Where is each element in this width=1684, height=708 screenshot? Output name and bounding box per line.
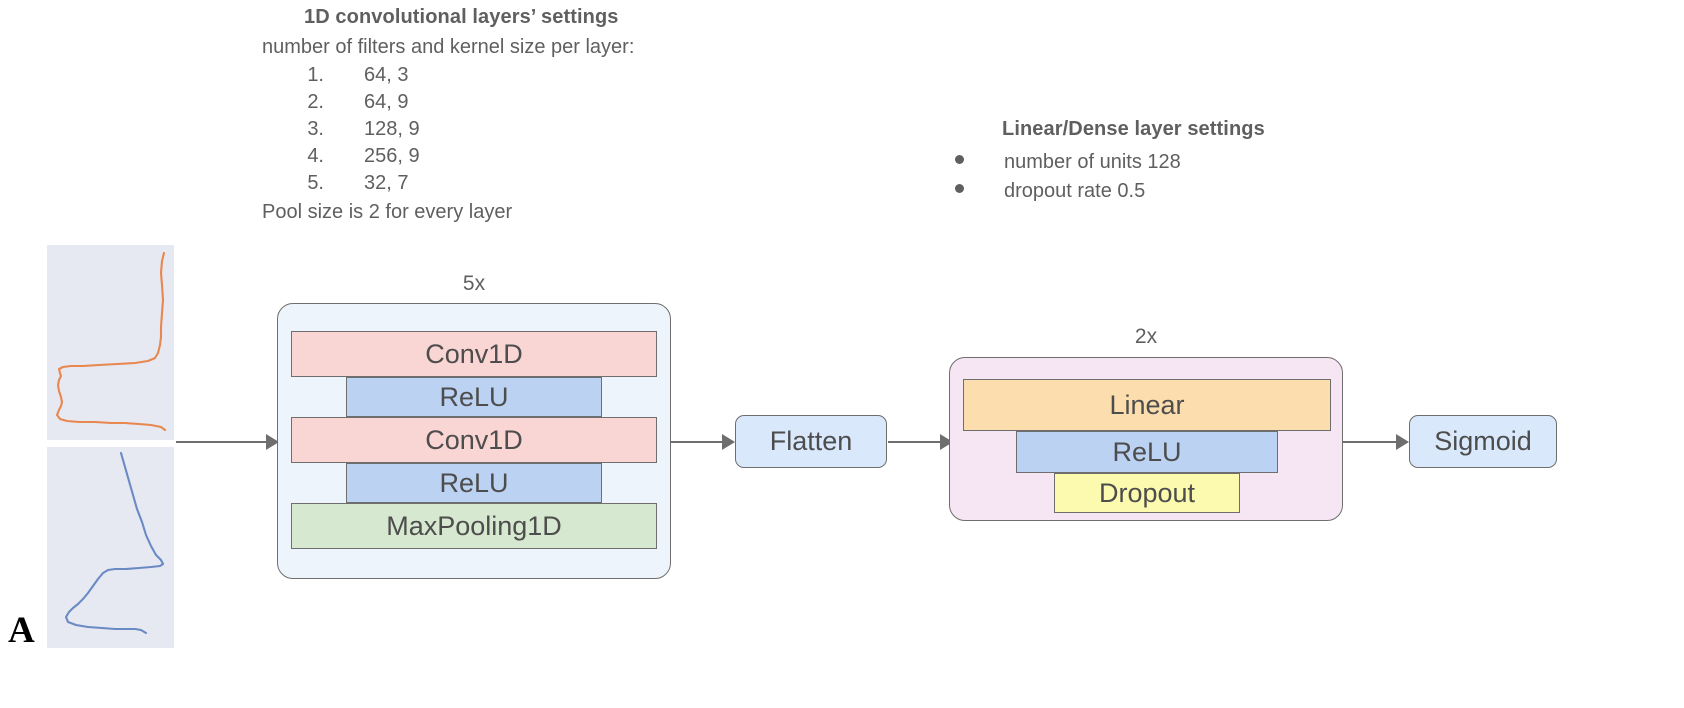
- dense-layer-linear: Linear: [963, 379, 1331, 431]
- flatten-label: Flatten: [769, 426, 853, 456]
- dense-layer-label: Linear: [1109, 389, 1185, 420]
- arrow-head-input-to-conv: [266, 434, 279, 450]
- dense-layer-label: Dropout: [1098, 477, 1196, 508]
- conv-layer-relu-1: ReLU: [346, 377, 602, 417]
- dense-layer-dropout: Dropout: [1054, 473, 1240, 513]
- conv-layer-value: 256, 9: [364, 145, 420, 167]
- blue-signal-plot: [47, 447, 174, 648]
- conv-layer-relu-2: ReLU: [346, 463, 602, 503]
- flatten-node: Flatten: [735, 415, 887, 468]
- arrow-flatten-to-dense: [888, 441, 945, 443]
- conv-layer-value: 32, 7: [364, 172, 409, 194]
- dense-setting-text: dropout rate 0.5: [1004, 180, 1146, 202]
- conv-layer-index: 1.: [307, 64, 324, 86]
- conv-layer-list: 1. 64, 3 2. 64, 9 3. 128, 9 4. 256, 9 5.…: [262, 62, 782, 197]
- list-item: 4. 256, 9: [262, 143, 782, 170]
- list-item: dropout rate 0.5: [955, 177, 1375, 206]
- conv-block-repeat-label: 5x: [462, 272, 486, 295]
- panel-letter-a: A: [8, 610, 35, 651]
- conv-settings-footer: Pool size is 2 for every layer: [262, 201, 513, 223]
- arrow-head-dense-to-sigmoid: [1396, 434, 1409, 450]
- dense-block-repeat-label: 2x: [1134, 325, 1158, 348]
- conv-settings-block: 1D convolutional layers’ settings number…: [262, 6, 782, 224]
- conv-layer-label: ReLU: [439, 381, 509, 412]
- conv-layer-label: Conv1D: [425, 424, 523, 455]
- dense-settings-block: Linear/Dense layer settings number of un…: [955, 118, 1375, 206]
- conv-layer-label: Conv1D: [425, 338, 523, 369]
- list-item: 1. 64, 3: [262, 62, 782, 89]
- list-item: 3. 128, 9: [262, 116, 782, 143]
- conv-settings-title: 1D convolutional layers’ settings: [304, 6, 619, 28]
- sigmoid-node: Sigmoid: [1409, 415, 1557, 468]
- conv-layer-value: 64, 3: [364, 64, 409, 86]
- conv-layer-label: ReLU: [439, 467, 509, 498]
- list-item: number of units 128: [955, 148, 1375, 177]
- conv-layer-conv1d-2: Conv1D: [291, 417, 657, 463]
- orange-signal-plot: [47, 245, 174, 440]
- dense-settings-list: number of units 128 dropout rate 0.5: [955, 148, 1375, 206]
- conv-layer-maxpooling1d: MaxPooling1D: [291, 503, 657, 549]
- conv-layer-index: 5.: [307, 172, 324, 194]
- blue-signal-curve: [64, 451, 165, 635]
- conv-settings-subtitle: number of filters and kernel size per la…: [262, 36, 635, 58]
- conv-layer-conv1d-1: Conv1D: [291, 331, 657, 377]
- bullet-icon: [955, 155, 964, 164]
- arrow-input-to-conv: [176, 441, 268, 443]
- conv-block-group: Conv1D ReLU Conv1D ReLU MaxPooling1D: [277, 303, 671, 579]
- conv-layer-label: MaxPooling1D: [386, 510, 562, 541]
- dense-block-group: Linear ReLU Dropout: [949, 357, 1343, 521]
- dense-layer-label: ReLU: [1112, 436, 1182, 467]
- list-item: 2. 64, 9: [262, 89, 782, 116]
- dense-setting-text: number of units 128: [1004, 151, 1181, 173]
- list-item: 5. 32, 7: [262, 170, 782, 197]
- conv-layer-index: 3.: [307, 118, 324, 140]
- conv-layer-index: 4.: [307, 145, 324, 167]
- arrow-dense-to-sigmoid: [1343, 441, 1401, 443]
- dense-settings-title: Linear/Dense layer settings: [1002, 118, 1265, 140]
- arrow-head-conv-to-flatten: [722, 434, 735, 450]
- sigmoid-label: Sigmoid: [1434, 426, 1532, 456]
- conv-layer-value: 128, 9: [364, 118, 420, 140]
- conv-layer-value: 64, 9: [364, 91, 409, 113]
- arrow-conv-to-flatten: [671, 441, 727, 443]
- dense-layer-relu: ReLU: [1016, 431, 1278, 473]
- bullet-icon: [955, 184, 964, 193]
- conv-layer-index: 2.: [307, 91, 324, 113]
- orange-signal-curve: [55, 251, 167, 432]
